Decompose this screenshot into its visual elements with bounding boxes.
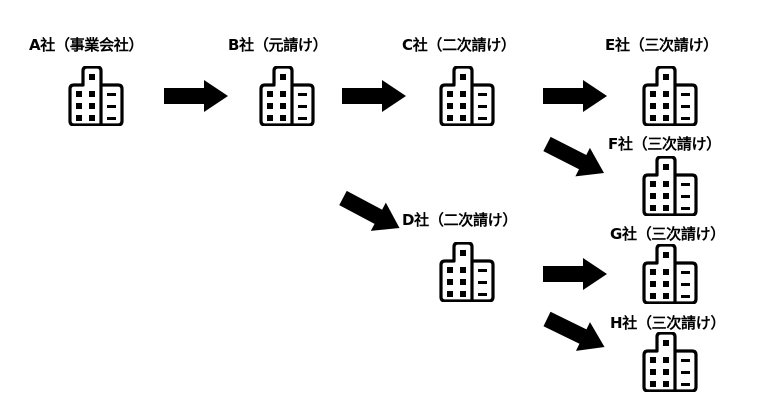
node-label-c: C社（二次請け）	[402, 36, 516, 54]
node-label-g: G社（三次請け）	[610, 225, 725, 243]
arrow-c-to-f	[539, 129, 612, 188]
node-label-f: F社（三次請け）	[608, 135, 721, 153]
arrow-b-to-c	[342, 80, 406, 112]
arrow-c-to-e	[543, 80, 607, 112]
node-label-a: A社（事業会社）	[29, 36, 144, 54]
node-label-e: E社（三次請け）	[605, 36, 718, 54]
node-label-b: B社（元請け）	[228, 36, 328, 54]
node-label-d: D社（二次請け）	[402, 211, 518, 229]
arrow-a-to-b	[164, 80, 228, 112]
arrow-d-to-g	[543, 258, 607, 290]
arrow-b-to-d	[335, 183, 408, 243]
node-label-h: H社（三次請け）	[610, 314, 726, 332]
arrow-d-to-h	[539, 304, 612, 362]
